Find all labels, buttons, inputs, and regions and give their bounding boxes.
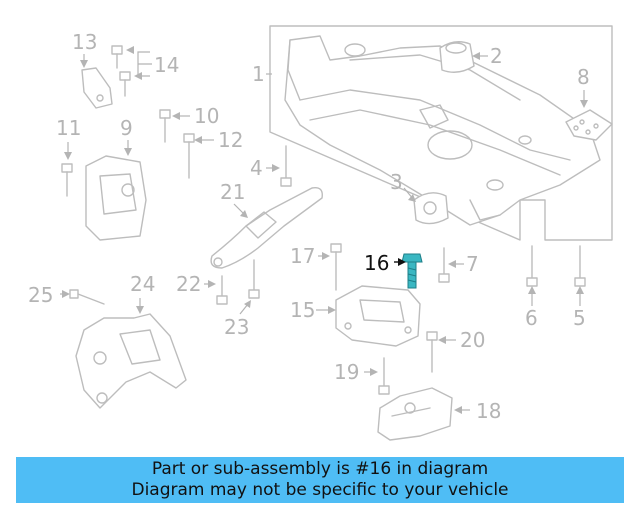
label-part-1: 1 (252, 62, 265, 86)
bolts-part-14 (111, 45, 131, 97)
bracket-part-24 (75, 313, 187, 409)
bolt-part-4 (280, 145, 292, 187)
bushing-part-2 (439, 41, 475, 73)
bolt-part-11 (61, 163, 73, 197)
label-part-6: 6 (525, 306, 538, 330)
bolt-part-25 (69, 289, 105, 305)
bushing-part-3 (413, 192, 449, 225)
label-part-3: 3 (390, 170, 403, 194)
label-part-23: 23 (224, 315, 249, 339)
label-part-2: 2 (490, 44, 503, 68)
label-part-4: 4 (250, 156, 263, 180)
label-part-24: 24 (130, 272, 155, 296)
plate-part-8 (565, 109, 613, 141)
label-part-10: 10 (194, 104, 219, 128)
banner-line-disclaimer: Diagram may not be specific to your vehi… (131, 480, 509, 500)
label-part-17: 17 (290, 244, 315, 268)
bolt-part-12 (183, 133, 195, 179)
bracket-part-18 (377, 387, 453, 441)
bolt-part-16-highlighted (401, 253, 423, 289)
leader-lines (60, 46, 588, 414)
label-part-8: 8 (577, 65, 590, 89)
label-part-12: 12 (218, 128, 243, 152)
bolt-part-23 (248, 259, 260, 299)
bolt-part-7 (438, 247, 450, 283)
label-part-22: 22 (176, 272, 201, 296)
mount-part-9 (85, 155, 147, 241)
bolt-part-19 (378, 357, 390, 395)
label-part-19: 19 (334, 360, 359, 384)
label-part-9: 9 (120, 116, 133, 140)
label-part-18: 18 (476, 399, 501, 423)
bolt-part-22 (216, 275, 228, 305)
banner-line-part: Part or sub-assembly is #16 in diagram (151, 459, 489, 479)
label-part-11: 11 (56, 116, 81, 140)
bolt-part-10 (159, 109, 171, 143)
bracket-part-13 (81, 67, 113, 109)
bolt-part-17 (330, 243, 342, 291)
torque-rod-part-21 (210, 187, 323, 269)
label-part-7: 7 (466, 252, 479, 276)
label-part-20: 20 (460, 328, 485, 352)
label-part-13: 13 (72, 30, 97, 54)
label-part-14: 14 (154, 53, 179, 77)
bolt-part-20 (426, 331, 438, 373)
label-part-25: 25 (28, 283, 53, 307)
bolt-part-6 (526, 245, 538, 287)
info-banner: Part or sub-assembly is #16 in diagram D… (16, 457, 624, 503)
label-part-16-highlighted: 16 (364, 251, 389, 275)
bolt-part-5 (574, 245, 586, 287)
label-part-15: 15 (290, 298, 315, 322)
label-part-21: 21 (220, 180, 245, 204)
mount-part-15 (335, 285, 421, 347)
label-part-5: 5 (573, 306, 586, 330)
